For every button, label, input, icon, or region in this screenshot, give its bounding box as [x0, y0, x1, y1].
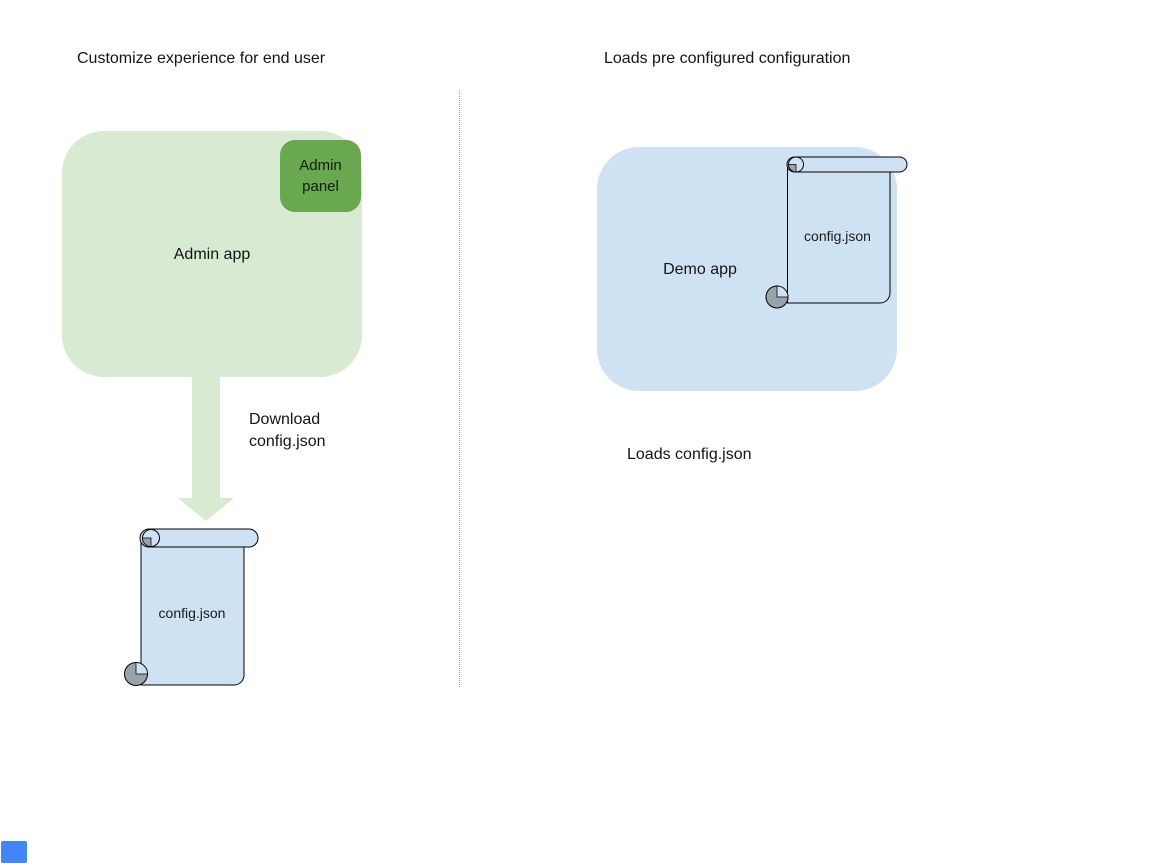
config-file-label-right: config.json — [804, 228, 871, 244]
left-section-title: Customize experience for end user — [77, 50, 326, 67]
admin-app-label: Admin app — [173, 246, 251, 263]
demo-app-label: Demo app — [663, 261, 737, 278]
corner-accent-square — [1, 841, 27, 863]
download-caption: Download config.json — [249, 411, 326, 450]
admin-panel-badge: Admin panel — [280, 140, 361, 212]
config-file-label-left: config.json — [158, 605, 226, 621]
admin-panel-label: Admin panel — [299, 157, 342, 195]
loads-config-caption: Loads config.json — [627, 446, 752, 463]
config-file-scroll-icon — [765, 156, 908, 309]
config-file-scroll-icon — [124, 528, 259, 686]
section-divider — [459, 90, 460, 687]
right-section-title: Loads pre configured configuration — [604, 50, 851, 67]
download-arrow-icon — [178, 374, 234, 521]
